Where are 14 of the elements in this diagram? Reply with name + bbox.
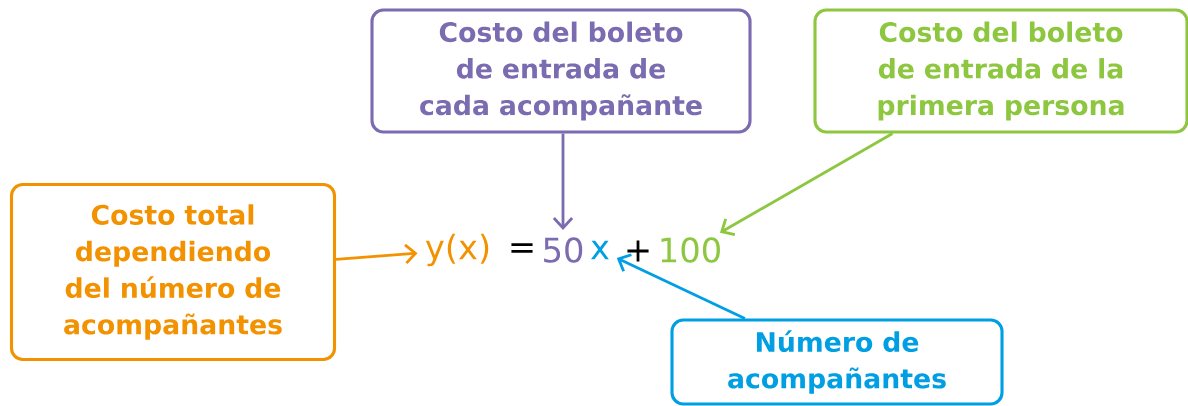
formula-term: 50 (544, 237, 583, 263)
text-box: Número de acompañantes (670, 318, 1004, 406)
arrow (616, 253, 746, 320)
arrow (335, 243, 418, 265)
formula-term: x (591, 240, 609, 260)
text-box: Costo del boleto de entrada de cada acompañante (370, 8, 752, 134)
formula-term: 100 (661, 237, 720, 263)
text-box: Costo del boleto de entrada de la primera persona (813, 8, 1188, 134)
formula-sign: = (511, 243, 533, 253)
arrow (719, 132, 894, 237)
arrow (552, 133, 574, 230)
formula-term: y(x) (425, 233, 489, 267)
formula-sign: + (627, 240, 649, 262)
text-box: Costo total dependiendo del número de acompañantes (9, 182, 337, 362)
